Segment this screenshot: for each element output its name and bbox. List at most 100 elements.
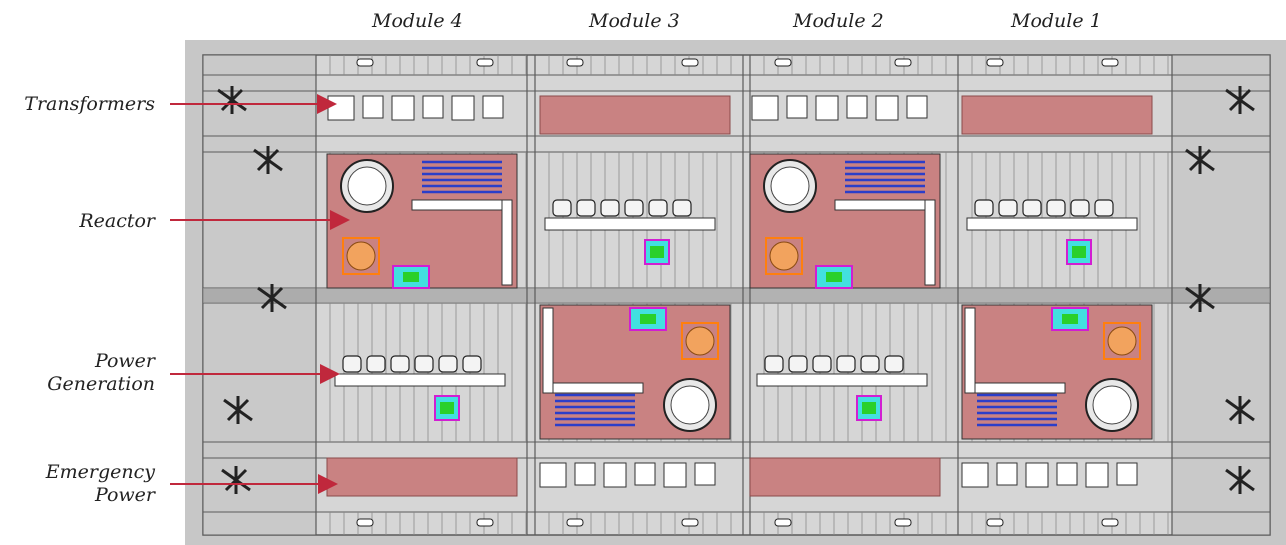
aux-panel-display xyxy=(862,402,876,414)
transformer-unit xyxy=(906,95,928,119)
pump-icon xyxy=(986,58,1004,67)
steam-generator xyxy=(685,326,715,356)
turbine-deck xyxy=(966,217,1138,231)
module-4-reactor xyxy=(326,153,518,289)
pump-icon xyxy=(681,518,699,527)
transformer-unit xyxy=(327,95,355,121)
transformer-unit xyxy=(422,95,444,119)
module-3-label: Module 3 xyxy=(589,10,680,32)
turbine-casing xyxy=(648,199,668,217)
emergency-power-pad xyxy=(326,457,518,497)
turbine-casing xyxy=(788,355,808,373)
emergency-generator xyxy=(574,462,596,486)
module-2-turbine xyxy=(756,355,928,421)
emergency-power-label-line1: Emergency xyxy=(45,461,155,483)
transformer-pad xyxy=(539,95,731,135)
turbine-deck xyxy=(544,217,716,231)
turbine-casing xyxy=(672,199,692,217)
transformer-unit xyxy=(815,95,839,121)
module-3-reactor xyxy=(539,304,731,440)
pump-icon xyxy=(476,58,494,67)
module-2-label: Module 2 xyxy=(793,10,884,32)
crane-icon xyxy=(1225,396,1255,424)
turbine-casing xyxy=(812,355,832,373)
emergency-generator xyxy=(603,462,627,488)
transformer-unit xyxy=(391,95,415,121)
pump-icon xyxy=(681,58,699,67)
pump-icon xyxy=(1101,518,1119,527)
emergency-generator xyxy=(1085,462,1109,488)
turbine-casing xyxy=(884,355,904,373)
vessel-frame xyxy=(342,237,380,275)
emergency-generator xyxy=(539,462,567,488)
turbine-casing xyxy=(576,199,596,217)
turbine-casing xyxy=(600,199,620,217)
emergency-generator xyxy=(1056,462,1078,486)
turbine-casing xyxy=(414,355,434,373)
module-1-turbine xyxy=(966,199,1138,265)
transformer-unit xyxy=(482,95,504,119)
transformer-unit xyxy=(875,95,899,121)
power-generation-label-line1: Power xyxy=(94,350,155,372)
turbine-casing xyxy=(366,355,386,373)
module-1-reactor xyxy=(961,304,1153,440)
steam-generator xyxy=(346,241,376,271)
central-corridor xyxy=(203,288,1270,303)
reactor-vessel-inner xyxy=(670,385,710,425)
pump-icon xyxy=(566,518,584,527)
emergency-generator xyxy=(663,462,687,488)
pipe-run xyxy=(834,199,936,211)
aux-panel xyxy=(1066,239,1092,265)
pipe-run xyxy=(542,382,644,394)
transformer-unit xyxy=(451,95,475,121)
emergency-generator xyxy=(961,462,989,488)
crane-icon xyxy=(253,146,283,174)
emergency-generator xyxy=(1025,462,1049,488)
emergency-generator xyxy=(1116,462,1138,486)
pump-icon xyxy=(356,58,374,67)
reactor-vessel-inner xyxy=(770,166,810,206)
transformers-label: Transformers xyxy=(24,93,155,115)
aux-panel xyxy=(644,239,670,265)
turbine-casing xyxy=(764,355,784,373)
emergency-generator xyxy=(634,462,656,486)
transformer-pad xyxy=(961,95,1153,135)
pump-icon xyxy=(986,518,1004,527)
turbine-casing xyxy=(1070,199,1090,217)
pipe-run xyxy=(501,199,513,286)
control-panel-display xyxy=(403,272,419,282)
crane-icon xyxy=(223,396,253,424)
reactor-label: Reactor xyxy=(79,210,155,232)
turbine-casing xyxy=(390,355,410,373)
emergency-generator xyxy=(996,462,1018,486)
module-4-label: Module 4 xyxy=(372,10,463,32)
vessel-frame xyxy=(765,237,803,275)
control-panel-display xyxy=(826,272,842,282)
aux-panel-display xyxy=(1072,246,1086,258)
emergency-power-label: Emergency Power xyxy=(46,461,155,507)
pipe-run xyxy=(411,199,513,211)
pipe-run xyxy=(964,382,1066,394)
module-2-reactor xyxy=(749,153,941,289)
vessel-frame xyxy=(681,322,719,360)
pump-icon xyxy=(894,58,912,67)
module-1-label: Module 1 xyxy=(1011,10,1102,32)
pipe-run xyxy=(542,307,554,394)
pipe-run xyxy=(964,307,976,394)
transformer-unit xyxy=(786,95,808,119)
turbine-casing xyxy=(1022,199,1042,217)
pump-icon xyxy=(894,518,912,527)
turbine-casing xyxy=(624,199,644,217)
turbine-casing xyxy=(462,355,482,373)
power-generation-label-line2: Generation xyxy=(47,373,155,395)
pump-icon xyxy=(566,58,584,67)
turbine-casing xyxy=(974,199,994,217)
module-3-turbine xyxy=(544,199,716,265)
emergency-power-pad xyxy=(749,457,941,497)
pump-icon xyxy=(774,518,792,527)
module-4-turbine xyxy=(334,355,506,421)
reactor-vessel-inner xyxy=(1092,385,1132,425)
control-panel-display xyxy=(1062,314,1078,324)
emergency-generator xyxy=(694,462,716,486)
